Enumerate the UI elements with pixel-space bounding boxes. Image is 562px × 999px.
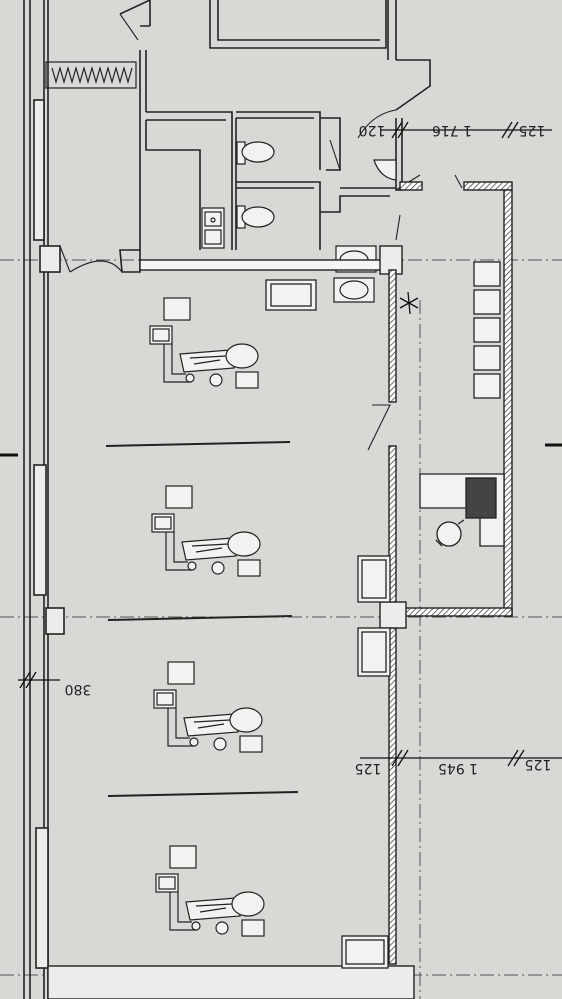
dental-chair-unit-2 — [151, 485, 261, 577]
toilet-lower — [236, 205, 275, 229]
clinic-partition — [388, 181, 513, 965]
asterisk-mark — [399, 291, 419, 315]
chair-seat — [179, 349, 235, 373]
instrument-cabinet — [163, 297, 191, 321]
chair-detail — [193, 719, 231, 729]
chair-arm — [167, 708, 194, 747]
monitor — [149, 325, 173, 345]
vent-grille — [45, 61, 137, 89]
dental-chair-unit-3 — [153, 661, 263, 753]
operator-stool — [241, 919, 265, 937]
dim-bottom-left: 125 — [355, 760, 382, 776]
dim-bottom-right: 125 — [525, 756, 552, 772]
kitchen-sink — [201, 207, 225, 249]
monitor — [151, 513, 175, 533]
spittoon — [209, 373, 223, 387]
foot-control — [189, 737, 199, 747]
corner-basin — [373, 159, 397, 181]
toilet-upper — [236, 141, 275, 165]
operator-stool — [235, 371, 259, 389]
dental-chair-unit-4 — [155, 845, 265, 937]
dim-left-wall: 380 — [65, 681, 92, 697]
monitor — [155, 873, 179, 893]
dim-bottom-mid: 1 945 — [438, 760, 478, 776]
chair-seat — [181, 537, 237, 561]
monitor-screen — [152, 328, 170, 342]
foot-control — [185, 373, 195, 383]
monitor-screen — [156, 692, 174, 706]
dim-top-mid: 1 716 — [432, 122, 472, 138]
spittoon — [215, 921, 229, 935]
wash-basin-lower — [333, 277, 375, 303]
chair-arm — [169, 892, 196, 931]
instrument-cabinet — [169, 845, 197, 869]
dim-top-left: 120 — [359, 122, 386, 138]
axis-lines — [0, 259, 562, 999]
chair-headrest — [231, 891, 265, 917]
dental-chair-unit-1 — [149, 297, 259, 389]
left-exterior-wall — [23, 0, 65, 999]
dental-chairs — [149, 297, 265, 937]
dim-top-right: 125 — [519, 122, 546, 138]
foot-control — [191, 921, 201, 931]
monitor — [153, 689, 177, 709]
column-middle — [379, 601, 407, 629]
chair-seat — [183, 713, 239, 737]
instrument-cabinet — [165, 485, 193, 509]
spittoon — [213, 737, 227, 751]
operator-stool — [237, 559, 261, 577]
foot-control — [187, 561, 197, 571]
chair-headrest — [229, 707, 263, 733]
chair-detail — [191, 543, 229, 553]
chair-arm — [165, 532, 192, 571]
instrument-trays — [265, 279, 391, 969]
chair-seat — [185, 897, 241, 921]
monitor-screen — [154, 516, 172, 530]
bay-dividers — [105, 441, 299, 797]
dimension-labels: 120 1 716 125 380 125 1 945 125 — [65, 122, 552, 776]
wall-upper-clinic — [139, 259, 403, 271]
storage-cabinets — [473, 261, 501, 399]
monitor-screen — [158, 876, 176, 890]
chair-headrest — [227, 531, 261, 557]
office-desk — [419, 473, 505, 547]
spittoon — [211, 561, 225, 575]
chair-detail — [195, 903, 233, 913]
chair-arm — [163, 344, 190, 383]
upper-rooms-walls — [119, 0, 431, 273]
chair-detail — [189, 355, 227, 365]
dimension-ticks — [18, 121, 562, 767]
bottom-wall — [47, 965, 415, 999]
instrument-cabinet — [167, 661, 195, 685]
operator-stool — [239, 735, 263, 753]
chair-headrest — [225, 343, 259, 369]
